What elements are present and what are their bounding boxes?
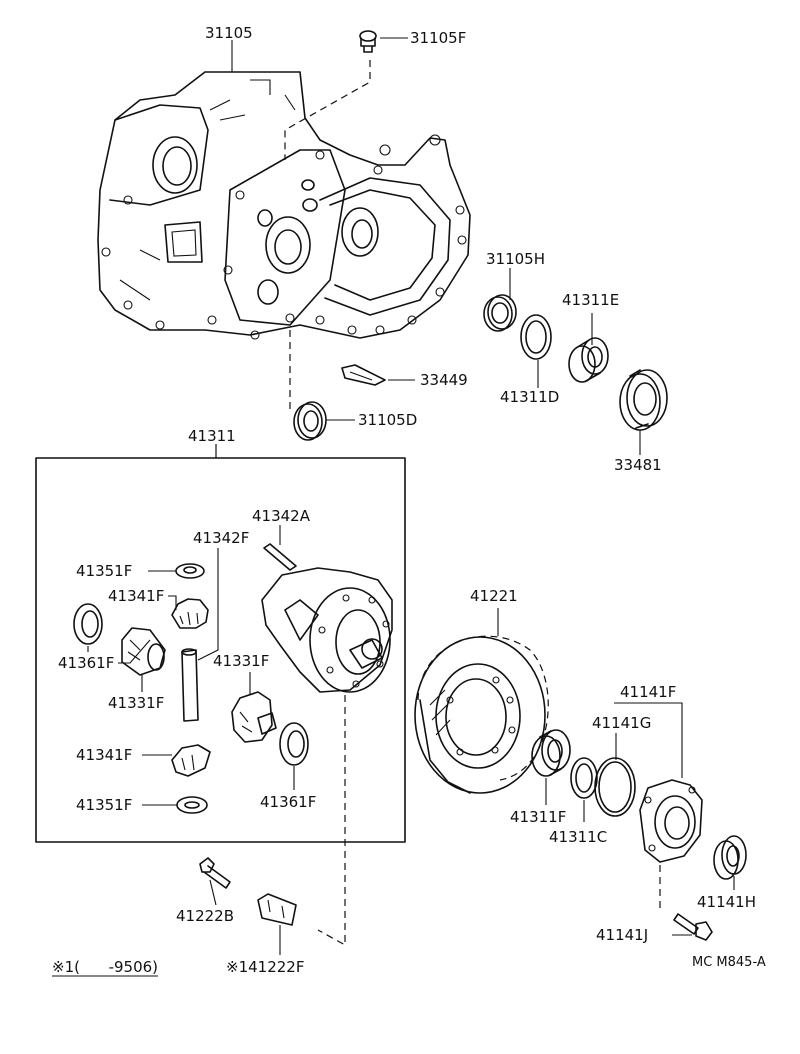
label-31105D: 31105D: [358, 411, 417, 429]
thrust-washer-41361F-right-drawing: [279, 722, 309, 766]
label-41351F-top: 41351F: [76, 562, 132, 580]
footnote-9506: ※1( -9506): [52, 958, 158, 976]
label-41331F-right: 41331F: [213, 652, 269, 670]
clip-33449-drawing: [341, 364, 386, 386]
label-31105: 31105: [205, 24, 253, 42]
bolt-31105F-drawing: [359, 30, 377, 53]
transaxle-case-drawing: [97, 71, 471, 340]
bearing-retainer-41141F-drawing: [639, 779, 703, 863]
label-41342A: 41342A: [252, 507, 311, 525]
label-31105H: 31105H: [486, 250, 545, 268]
label-41341F-bottom: 41341F: [76, 746, 132, 764]
lock-plate-41222F-drawing: [257, 893, 297, 926]
diagram-code: MC M845-A: [692, 955, 766, 970]
label-41311D: 41311D: [500, 388, 559, 406]
label-41222F: ※141222F: [226, 958, 304, 976]
label-41311C: 41311C: [549, 828, 607, 846]
label-31105F: 31105F: [410, 29, 466, 47]
oil-seal-31105H-drawing: [483, 294, 517, 332]
label-33449: 33449: [420, 371, 468, 389]
label-41331F-left: 41331F: [108, 694, 164, 712]
label-41141G: 41141G: [592, 714, 651, 732]
side-gear-41331F-right-drawing: [231, 691, 277, 743]
bolt-41222B-drawing: [199, 857, 231, 889]
label-41311: 41311: [188, 427, 236, 445]
label-41221: 41221: [470, 587, 518, 605]
label-41311E: 41311E: [562, 291, 619, 309]
oil-seal-41141H-drawing: [713, 835, 747, 880]
ring-gear-41221-drawing: [414, 635, 549, 794]
thrust-washer-41361F-left-drawing: [73, 603, 103, 645]
o-ring-41141G-drawing: [594, 757, 636, 817]
washer-41351F-top-drawing: [175, 563, 205, 579]
label-41141H: 41141H: [697, 893, 756, 911]
bearing-41311F-drawing: [531, 729, 571, 777]
leader-lines: [52, 37, 735, 977]
differential-assembly-frame: [35, 457, 406, 843]
pinion-shaft-41342F-drawing: [181, 648, 199, 722]
pinion-gear-41341F-top-drawing: [171, 598, 209, 629]
label-33481: 33481: [614, 456, 662, 474]
label-41361F-right: 41361F: [260, 793, 316, 811]
label-41342F: 41342F: [193, 529, 249, 547]
label-41341F-top: 41341F: [108, 587, 164, 605]
label-41351F-bottom: 41351F: [76, 796, 132, 814]
label-41361F-left: 41361F: [58, 654, 114, 672]
oil-seal-31105D-drawing: [293, 401, 327, 441]
bolt-41141J-drawing: [673, 913, 713, 941]
washer-41351F-bottom-drawing: [176, 796, 208, 814]
shim-41311C-drawing: [570, 757, 598, 799]
bearing-41311E-drawing: [568, 337, 609, 383]
pin-41342A-drawing: [263, 543, 297, 571]
label-41222B: 41222B: [176, 907, 234, 925]
oil-seal-33481-drawing: [619, 369, 668, 431]
label-41311F: 41311F: [510, 808, 566, 826]
differential-case-drawing: [261, 567, 393, 693]
pinion-gear-41341F-bottom-drawing: [171, 744, 211, 777]
label-41141J: 41141J: [596, 926, 648, 944]
shim-41311D-drawing: [520, 314, 552, 360]
label-41141F: 41141F: [620, 683, 676, 701]
side-gear-41331F-left-drawing: [121, 627, 166, 676]
